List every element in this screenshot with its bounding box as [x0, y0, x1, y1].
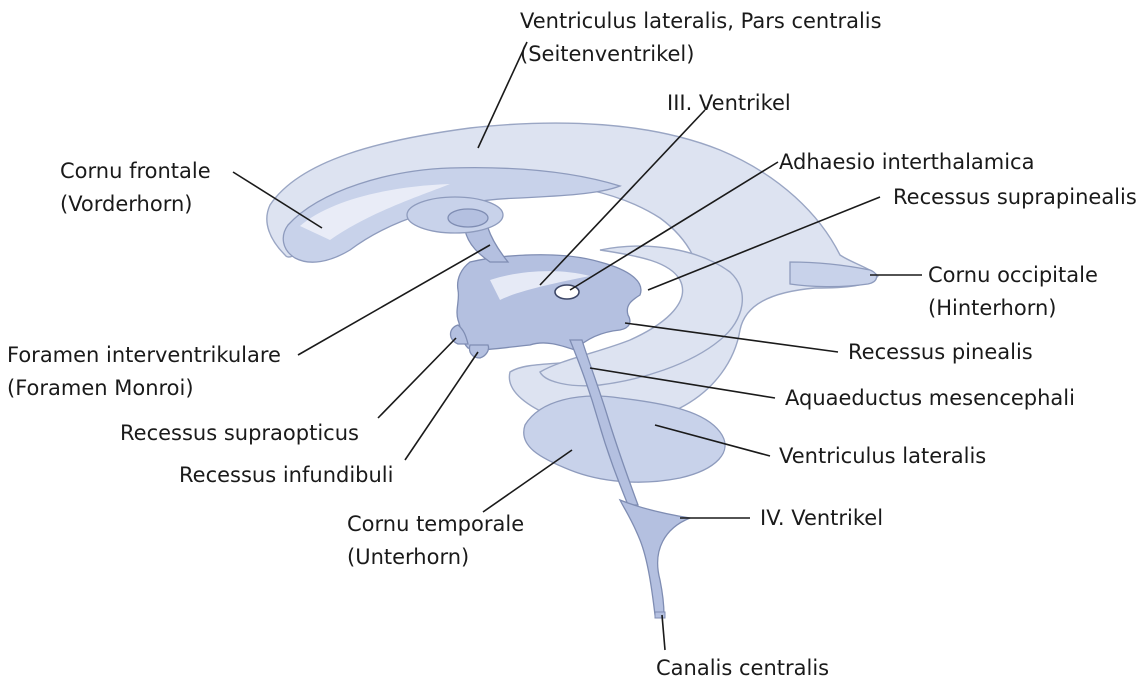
- recessus-infundibuli-shape: [469, 345, 488, 358]
- cornu-occipitale-shape: [790, 262, 877, 287]
- label-ventriculus-lateralis: Ventriculus lateralis: [779, 444, 986, 468]
- label-cornu-occipitale-2: (Hinterhorn): [928, 296, 1056, 320]
- label-pars-centralis-2: (Seitenventrikel): [520, 42, 694, 66]
- label-cornu-frontale-2: (Vorderhorn): [60, 192, 192, 216]
- leader-canalis-centralis: [662, 615, 665, 650]
- label-adhaesio: Adhaesio interthalamica: [779, 150, 1034, 174]
- canalis-centralis-shape: [655, 612, 665, 618]
- label-recessus-supraopticus: Recessus supraopticus: [120, 421, 359, 445]
- label-aquaeductus: Aquaeductus mesencephali: [785, 386, 1075, 410]
- label-recessus-suprapinealis: Recessus suprapinealis: [893, 185, 1137, 209]
- fourth-ventricle-shape: [620, 500, 690, 615]
- label-cornu-temporale-1: Cornu temporale: [347, 512, 524, 536]
- label-pars-centralis-1: Ventriculus lateralis, Pars centralis: [520, 9, 882, 33]
- label-foramen-1: Foramen interventrikulare: [7, 343, 281, 367]
- label-cornu-temporale-2: (Unterhorn): [347, 545, 469, 569]
- third-ventricle-shape: [457, 255, 641, 350]
- foramen-stalk-shape: [465, 228, 508, 262]
- label-third-ventricle: III. Ventrikel: [667, 91, 791, 115]
- foramen-cap-inner: [448, 209, 488, 227]
- label-recessus-infundibuli: Recessus infundibuli: [179, 463, 393, 487]
- leader-recessus-supraopticus: [378, 338, 456, 418]
- label-recessus-pinealis: Recessus pinealis: [848, 340, 1033, 364]
- label-canalis-centralis: Canalis centralis: [656, 656, 829, 680]
- label-cornu-occipitale-1: Cornu occipitale: [928, 263, 1098, 287]
- label-fourth-ventricle: IV. Ventrikel: [760, 506, 883, 530]
- label-foramen-2: (Foramen Monroi): [7, 376, 194, 400]
- ventricle-illustration: [267, 123, 878, 618]
- leader-cornu-temporale: [483, 450, 572, 512]
- leader-recessus-infundibuli: [405, 352, 478, 460]
- label-cornu-frontale-1: Cornu frontale: [60, 159, 211, 183]
